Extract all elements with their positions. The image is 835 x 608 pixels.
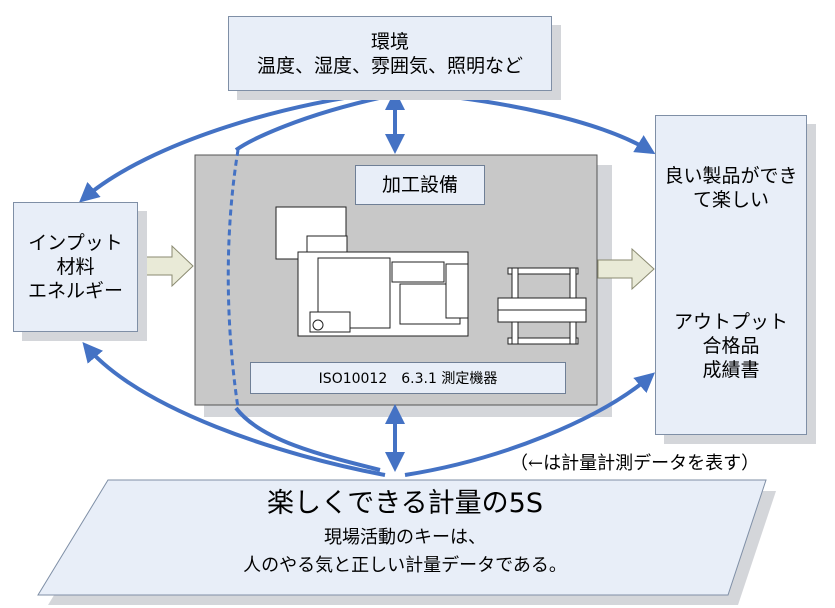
data-arrows [78, 90, 656, 477]
output-box: 良い製品ができ て楽しい アウトプット 合格品 成績書 [655, 115, 807, 435]
env-to-input-arrow [78, 90, 391, 203]
measurement-dashed-line [226, 149, 240, 409]
process-title: 加工設備 [355, 165, 485, 205]
input-flow-arrow [139, 244, 194, 288]
output-flow-arrow [597, 247, 655, 291]
bottom-banner [37, 479, 767, 596]
legend-note: （←は計量計測データを表す） [510, 453, 760, 474]
input-box: インプット 材料 エネルギー [13, 202, 138, 332]
output-happy-line-1: 良い製品ができ [664, 165, 798, 187]
bottom-line-1: 現場活動のキーは、 [324, 527, 486, 548]
input-line-1: インプット [28, 232, 123, 254]
bottom-to-dashed-arrow [234, 406, 381, 472]
iso-standard-label: ISO10012 6.3.1 測定機器 [250, 362, 566, 394]
lathe-machine-icon [275, 206, 587, 345]
bottom-banner-text: 楽しくできる計量の5S 現場活動のキーは、 人のやる気と正しい計量データである。 [60, 484, 750, 580]
output-happy-line-2: て楽しい [692, 189, 769, 211]
output-line-1: アウトプット [673, 311, 788, 333]
bottom-title: 楽しくできる計量の5S [267, 488, 543, 519]
bottom-to-output-arrow [404, 372, 656, 477]
bottom-to-input-arrow [82, 341, 386, 477]
bottom-line-2: 人のやる気と正しい計量データである。 [243, 555, 567, 576]
env-to-output-arrow [404, 90, 656, 155]
input-line-3: エネルギー [27, 280, 123, 302]
output-line-2: 合格品 [702, 335, 760, 357]
environment-items: 温度、湿度、雰囲気、照明など [256, 54, 523, 77]
environment-box: 環境 温度、湿度、雰囲気、照明など [228, 16, 552, 91]
environment-title: 環境 [370, 30, 409, 53]
output-line-3: 成績書 [702, 359, 760, 381]
input-line-2: 材料 [56, 256, 95, 278]
env-to-dashed-arrow [234, 94, 389, 152]
